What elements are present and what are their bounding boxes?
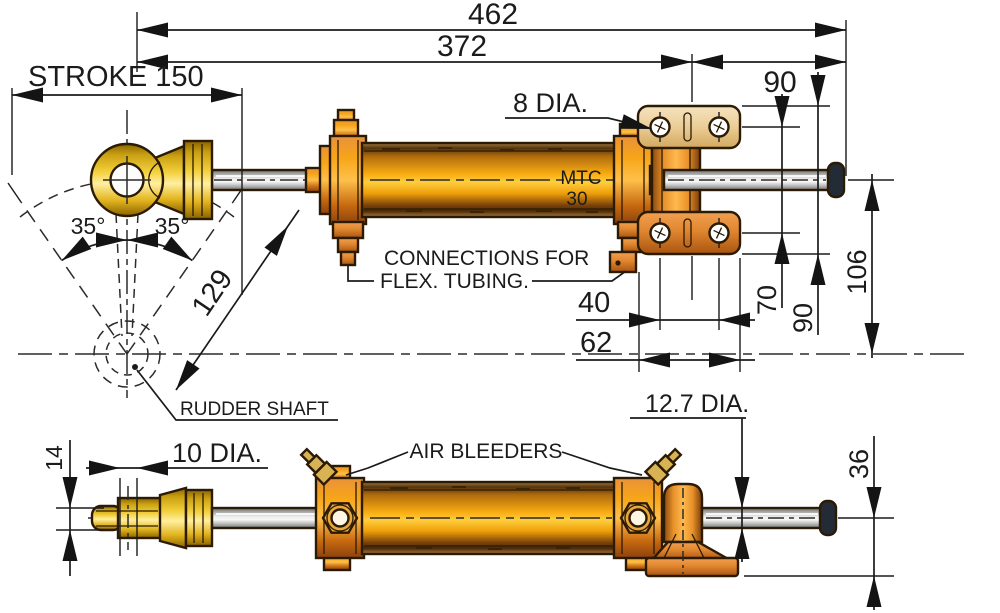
dim-angle-right-label: 35° [155, 213, 190, 239]
cylinder-body-top: MTC 30 [360, 141, 622, 219]
dimensions: 462 372 90 STROKE 150 8 DIA. 35° 35° 129… [11, 0, 894, 610]
pedestal-base [644, 556, 740, 578]
bottom-left-head [314, 464, 366, 572]
link-edges-dashed [115, 213, 139, 337]
note-air-bleeders-label: AIR BLEEDERS [410, 440, 563, 463]
rod-end-cap [826, 161, 846, 199]
dim-arm-radius-label: 129 [186, 264, 240, 322]
dim-pin-dia-label: 10 DIA. [172, 438, 262, 468]
ext-stroke [11, 88, 243, 295]
note-connections-line2: FLEX. TUBING. [380, 270, 529, 293]
rhead-block [612, 134, 654, 226]
top-flange-slot [683, 112, 692, 142]
air-bleeder-left [299, 447, 339, 487]
note-rudder-shaft-label: RUDDER SHAFT [180, 399, 329, 420]
dim-rod-extension-label: 90 [763, 66, 796, 99]
leader-connections [347, 266, 627, 282]
dim-base-height-label: 36 [844, 449, 874, 479]
blh-port [330, 508, 350, 528]
bottom-rod-left [210, 506, 324, 530]
rod-end-nut [182, 139, 214, 221]
right-fitting-3 [608, 250, 638, 274]
note-connections-line1: CONNECTIONS FOR [384, 247, 589, 270]
bottom-flange [636, 210, 742, 256]
mounting-bracket [636, 104, 846, 256]
leader-rudder-shaft [136, 369, 338, 421]
rudder-shaft-dot [132, 364, 138, 370]
clevis-fork-end [90, 486, 214, 550]
left-fitting-3 [339, 250, 357, 267]
left-fitting-1 [331, 220, 365, 240]
dim-angle-left-label: 35° [71, 213, 106, 239]
dim-axis-height-label: 106 [842, 249, 872, 294]
swing-ray-right [126, 201, 234, 355]
dim-rod-dia-label: 12.7 DIA. [645, 390, 749, 418]
dim-overall-label: 462 [468, 0, 518, 31]
right-fitting-dot [615, 260, 621, 266]
swing-ray-left [20, 201, 128, 355]
head-block [328, 134, 368, 226]
bottom-rod-cap [818, 499, 838, 537]
tube-bands [364, 150, 618, 210]
dim-mount-hole-label: 8 DIA. [513, 88, 588, 118]
top-view: MTC 30 [89, 104, 846, 274]
dim-hole-gap-vertical-label: 70 [752, 285, 782, 315]
clevis-body [116, 496, 164, 540]
ext-36 [744, 517, 894, 577]
cylinder-body-bottom [360, 480, 618, 556]
bottom-right-head [612, 476, 664, 572]
pedestal-skirt-lines [663, 533, 705, 559]
cylinder-left-head [304, 108, 368, 226]
left-fitting-2 [336, 236, 360, 254]
bottom-tube-bands [364, 489, 614, 547]
air-bleeder-right [643, 447, 683, 487]
dim-flange-width-label: 62 [580, 327, 612, 359]
blh-ring [326, 504, 354, 532]
dim-cylinder-length-label: 372 [437, 30, 487, 63]
tube-texture [382, 147, 598, 213]
pedestal-foot [644, 482, 740, 578]
clevis-slot-lines [96, 510, 158, 527]
bottom-flange-slot [683, 218, 692, 248]
dim-flange-height-label: 90 [788, 303, 818, 333]
leader-air-bleeders [345, 451, 643, 476]
bottom-view [88, 447, 838, 578]
dim-clevis-slot-label: 14 [41, 445, 67, 471]
ball-joint-rod-end [89, 139, 214, 221]
product-label-mtc: MTC [560, 168, 601, 189]
brh-port [628, 508, 648, 528]
clevis-bell [158, 486, 188, 550]
dim-hole-spacing-label: 40 [578, 287, 610, 319]
ext-bottom-left [56, 478, 138, 556]
brh-ring [624, 504, 652, 532]
eye-crosshair [103, 156, 151, 204]
clevis-nut [184, 488, 214, 548]
dim-stroke-label: STROKE 150 [28, 61, 204, 93]
bottom-tube-texture [390, 486, 580, 550]
product-label-30: 30 [566, 189, 587, 210]
swing-ray-left-ext [7, 182, 22, 203]
